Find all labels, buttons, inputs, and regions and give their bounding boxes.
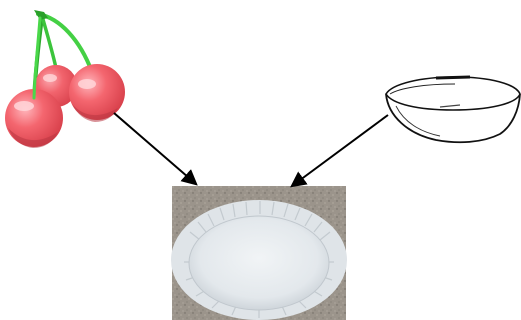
tart-dish-photo-icon [171,186,347,320]
bowl-rim [386,77,520,110]
bowl-body [386,94,520,142]
bowl-sketch-icon [386,77,520,142]
dish-inner [189,216,329,310]
cherry-stem [42,16,56,68]
cherry-stem [38,14,92,72]
arrow-bowl-to-dish [292,115,388,186]
arrow-cherries-to-dish [114,113,196,184]
cherries-icon [5,10,125,148]
cherry [69,64,125,122]
